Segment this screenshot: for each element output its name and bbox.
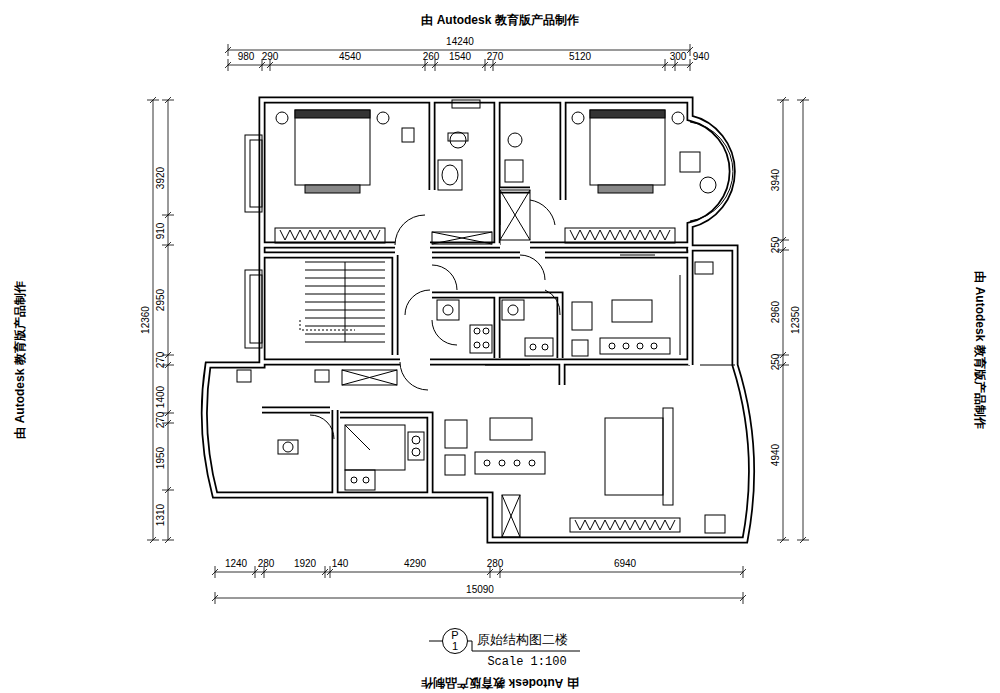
dimension-label: 250 [771,237,781,254]
dimension-label: 270 [156,412,166,429]
dimension-label: 280 [487,559,504,569]
dimension-label: 980 [238,52,255,62]
dimension-label: 260 [423,52,440,62]
scale-note: Scale 1:100 [487,656,566,668]
dimension-label: 3940 [771,169,781,191]
dimension-label: 1310 [156,504,166,526]
dimension-label: 1400 [156,386,166,408]
watermark: 由 Autodesk 教育版产品制作 [974,271,986,428]
dimension-label: 15090 [466,585,494,595]
dimension-label: 940 [693,52,710,62]
dimension-label: 2950 [156,289,166,311]
dimension-label: 2960 [771,301,781,323]
dimension-label: 910 [156,223,166,240]
dimension-label: 14240 [446,37,474,47]
dimension-label: 250 [771,354,781,371]
dimension-label: 270 [487,52,504,62]
plan-title: 原始结构图二楼 [477,633,568,646]
dimension-label: 1950 [156,447,166,469]
dimension-label: 5120 [569,52,591,62]
dimension-label: 280 [258,559,275,569]
dimension-label: 12350 [791,306,801,334]
dimension-label: 4540 [339,52,361,62]
watermark: 由 Autodesk 教育版产品制作 [421,14,578,26]
dimension-label: 1540 [449,52,471,62]
dimension-label: 1240 [225,559,247,569]
dimension-label: 4940 [771,444,781,466]
drawing-number: 1 [452,641,458,652]
dimension-label: 270 [156,352,166,369]
dimension-label: 4290 [404,559,426,569]
drawing-number: P [451,630,458,641]
watermark: 由 Autodesk 教育版产品制作 [14,281,26,438]
dimension-label: 6940 [614,559,636,569]
dimension-label: 1920 [294,559,316,569]
dimension-label: 140 [332,559,349,569]
dimension-label: 12360 [141,306,151,334]
dimension-label: 290 [262,52,279,62]
drawing-number-circle: P1 [442,628,468,654]
dimension-label: 3920 [156,167,166,189]
watermark: 由 Autodesk 教育版产品制作 [421,677,578,689]
dimension-label: 300 [670,52,687,62]
